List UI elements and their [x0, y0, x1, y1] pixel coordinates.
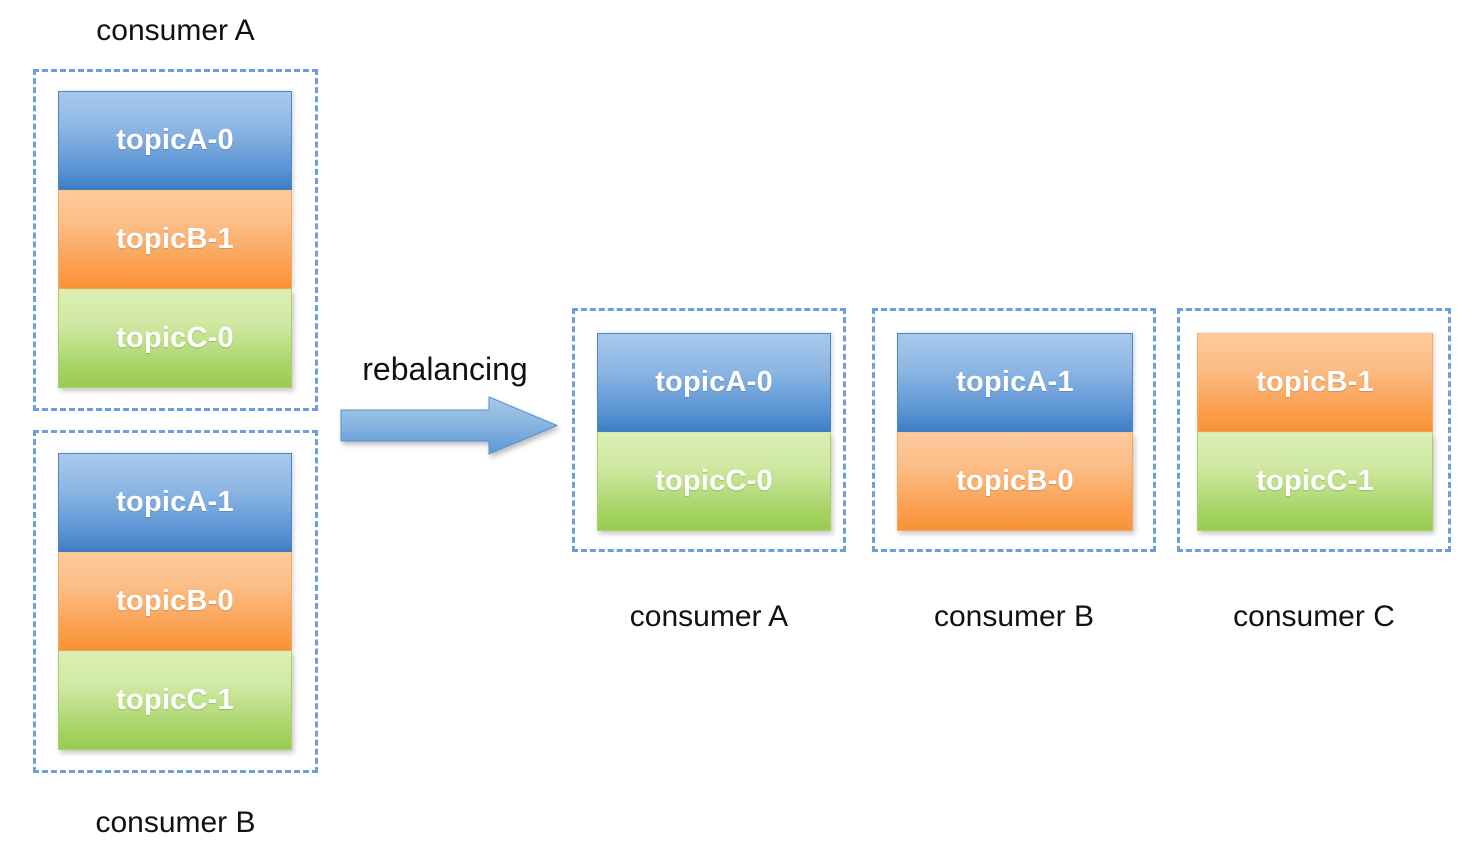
- after-group-a-label: consumer A: [629, 600, 789, 633]
- partition-box: topicC-0: [58, 289, 292, 388]
- partition-label: topicA-0: [116, 124, 234, 156]
- partition-label: topicC-1: [1256, 465, 1374, 497]
- partition-label: topicC-0: [116, 322, 234, 354]
- partition-label: topicA-1: [956, 366, 1074, 398]
- partition-box: topicC-0: [597, 432, 831, 531]
- before-group-a-label: consumer A: [96, 14, 255, 47]
- after-group-b-label: consumer B: [933, 600, 1095, 633]
- partition-box: topicB-0: [58, 552, 292, 651]
- partition-label: topicA-1: [116, 486, 234, 518]
- partition-box: topicC-1: [1197, 432, 1433, 531]
- partition-box: topicA-1: [58, 453, 292, 552]
- partition-box: topicB-0: [897, 432, 1133, 531]
- partition-box: topicA-0: [58, 91, 292, 190]
- partition-label: topicC-0: [655, 465, 773, 497]
- partition-box: topicA-0: [597, 333, 831, 432]
- rebalancing-arrow: [339, 394, 561, 460]
- rebalancing-label: rebalancing: [362, 351, 528, 387]
- partition-label: topicB-1: [1256, 366, 1374, 398]
- partition-label: topicB-1: [116, 223, 234, 255]
- before-group-b-label: consumer B: [95, 806, 256, 839]
- partition-box: topicB-1: [1197, 333, 1433, 432]
- partition-box: topicB-1: [58, 190, 292, 289]
- partition-box: topicA-1: [897, 333, 1133, 432]
- partition-label: topicB-0: [956, 465, 1074, 497]
- partition-label: topicB-0: [116, 585, 234, 617]
- partition-label: topicA-0: [655, 366, 773, 398]
- partition-label: topicC-1: [116, 684, 234, 716]
- after-group-c-label: consumer C: [1233, 600, 1395, 633]
- partition-box: topicC-1: [58, 651, 292, 750]
